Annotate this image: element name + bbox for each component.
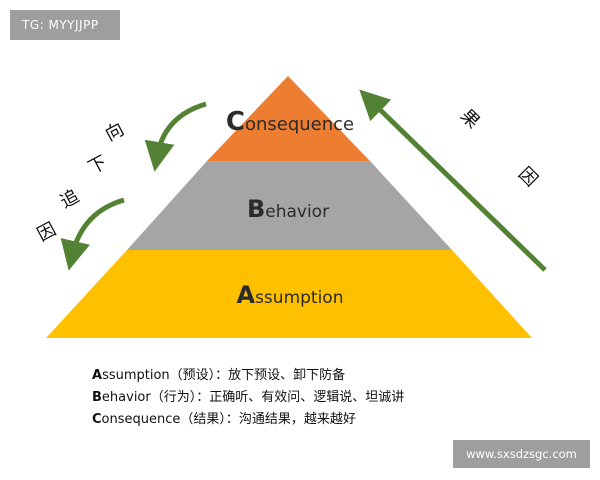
label-consequence: Consequence [226,107,354,137]
note-assumption: Assumption（预设）：放下预设、卸下防备 [92,368,346,383]
pyramid-tier-behavior [127,161,452,250]
legend-notes: Assumption（预设）：放下预设、卸下防备 Behavior（行为）：正确… [92,365,404,431]
curved-arrow-lower [60,197,125,271]
pyramid-tier-assumption [46,250,532,338]
note-consequence: Consequence（结果）：沟通结果，越来越好 [92,412,356,427]
note-behavior: Behavior（行为）：正确听、有效问、逻辑说、坦诚讲 [92,390,405,405]
source-tag: TG: MYYJJPP [10,10,120,40]
label-assumption: Assumption [237,281,344,309]
straight-arrow-up [359,89,547,272]
watermark: www.sxsdzsgc.com [453,440,590,468]
label-behavior: Behavior [247,195,329,223]
curved-arrow-upper [144,101,207,172]
pyramid-tier-consequence [207,76,370,161]
